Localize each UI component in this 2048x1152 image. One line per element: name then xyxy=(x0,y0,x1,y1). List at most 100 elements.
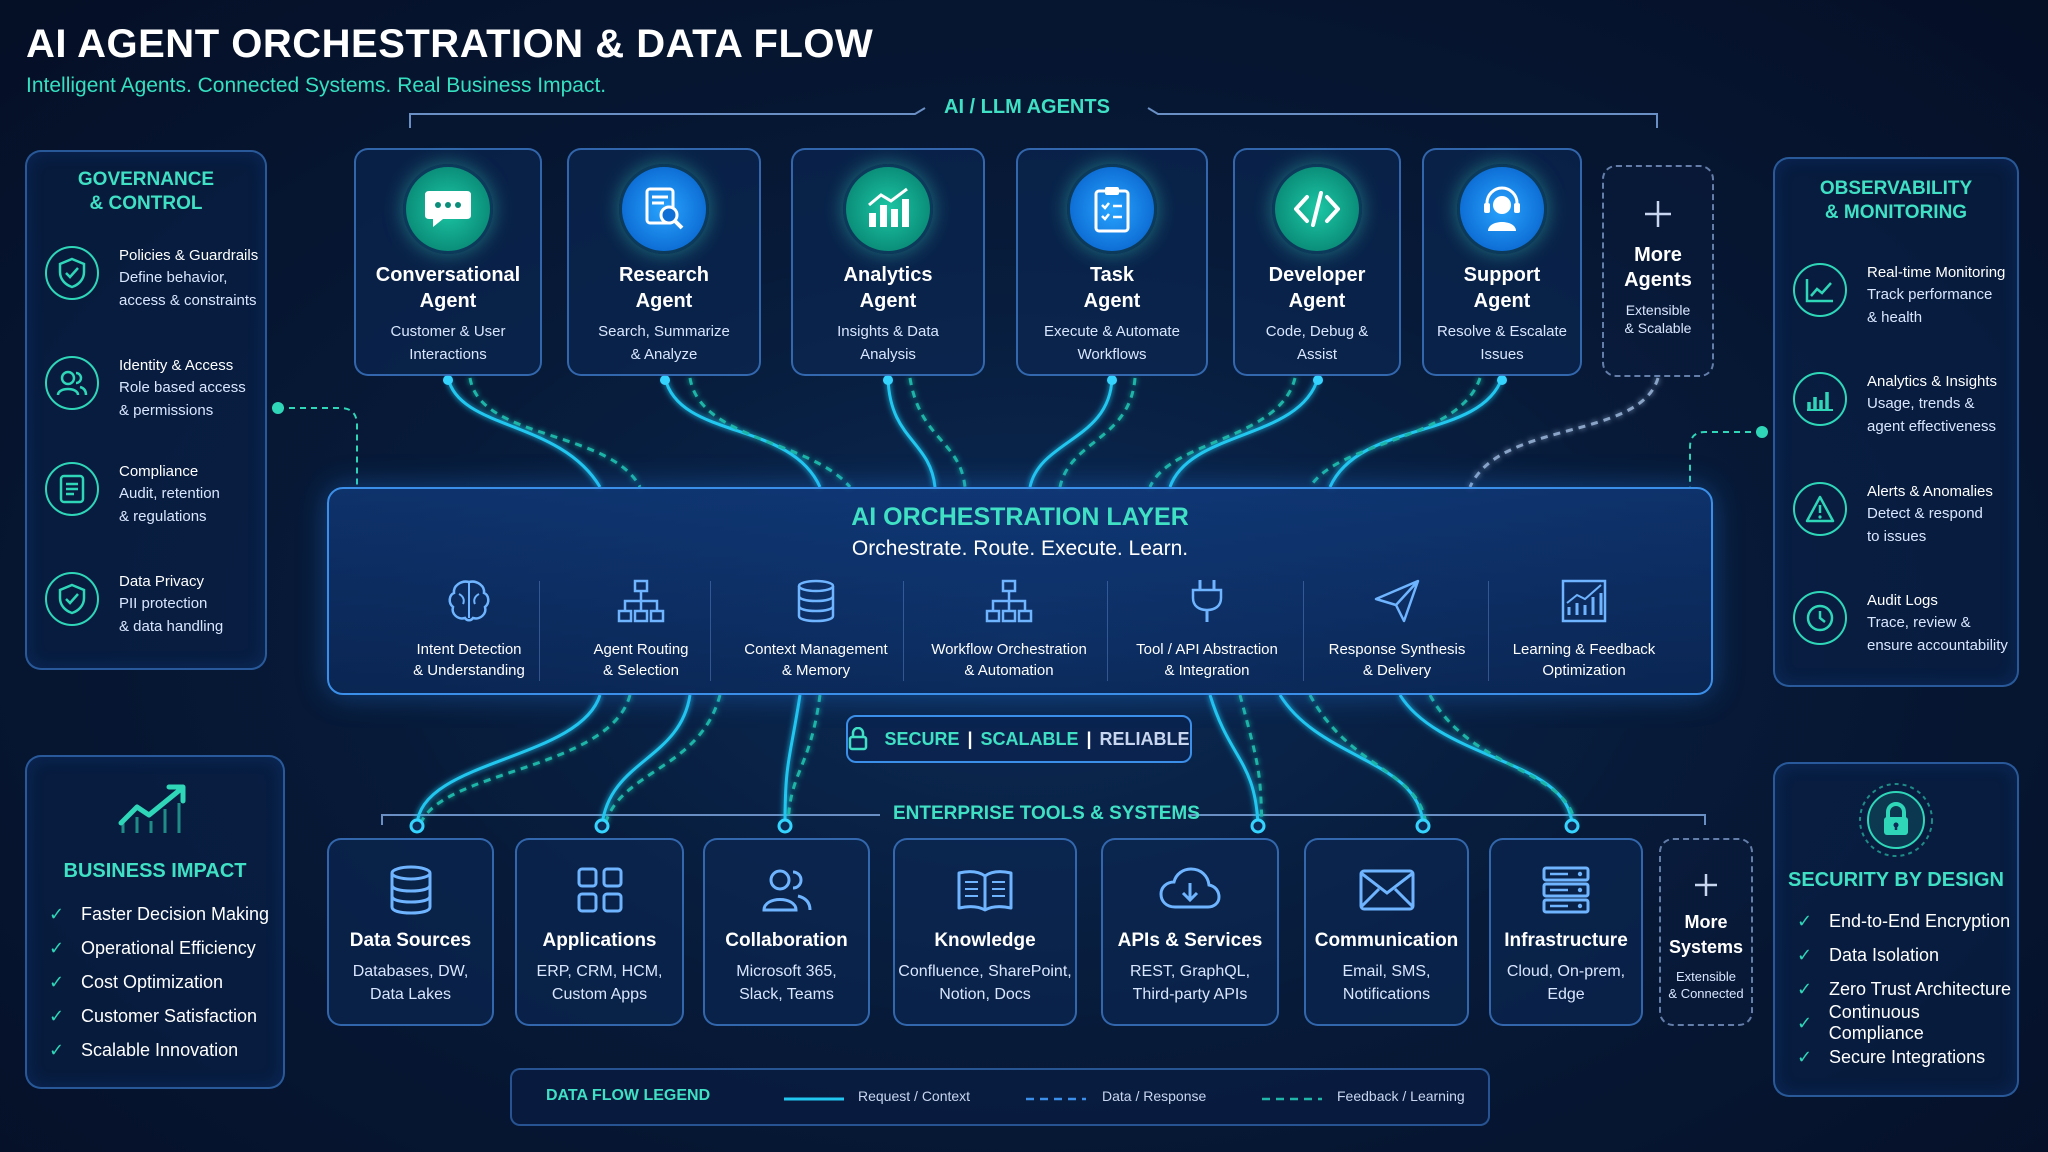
legend-dashed-teal-line xyxy=(1262,1097,1322,1101)
observability-item-monitoring: Real-time Monitoring Track performance &… xyxy=(1793,263,2017,329)
check-icon: ✓ xyxy=(49,903,65,924)
more-systems-title: More xyxy=(1684,912,1728,932)
agent-desc: Resolve & Escalate xyxy=(1436,323,1568,340)
tool-card-apis-services[interactable]: APIs & Services REST, GraphQL,Third-part… xyxy=(1101,838,1279,1026)
tool-desc: Slack, Teams xyxy=(739,986,834,1003)
growth-chart-icon xyxy=(27,783,283,839)
list-item-label: Scalable Innovation xyxy=(81,1039,239,1060)
tool-card-communication[interactable]: Communication Email, SMS,Notifications xyxy=(1304,838,1469,1026)
agent-desc: Interactions xyxy=(409,346,487,363)
capability-label: & Delivery xyxy=(1362,662,1432,679)
check-icon: ✓ xyxy=(1797,910,1813,931)
governance-item-desc: PII protection xyxy=(119,595,208,612)
security-panel: SECURITY BY DESIGN ✓End-to-End Encryptio… xyxy=(1773,762,2019,1097)
governance-item-heading: Identity & Access xyxy=(119,357,234,374)
tool-title: Data Sources xyxy=(349,930,472,951)
governance-item-heading: Data Privacy xyxy=(119,573,205,590)
governance-panel: GOVERNANCE & CONTROL Policies & Guardrai… xyxy=(25,150,267,670)
reliable-label: RELIABLE xyxy=(1099,728,1190,749)
capability-divider xyxy=(539,581,540,681)
capability-divider xyxy=(1107,581,1108,681)
governance-item-desc: access & constraints xyxy=(119,292,257,309)
plus-icon xyxy=(1661,872,1751,902)
check-icon: ✓ xyxy=(49,971,65,992)
legend-data-label: Data / Response xyxy=(1102,1088,1207,1104)
capability-context-management[interactable]: Context Management& Memory xyxy=(721,575,911,685)
list-item-label: Customer Satisfaction xyxy=(81,1005,258,1026)
observability-item-desc: Detect & respond xyxy=(1867,505,1983,522)
governance-item-desc: Role based access xyxy=(119,379,246,396)
tool-desc: Email, SMS, xyxy=(1342,963,1431,980)
grid-icon xyxy=(517,860,682,920)
capability-tool-api-abstraction[interactable]: Tool / API Abstraction& Integration xyxy=(1112,575,1302,685)
observability-item-desc: agent effectiveness xyxy=(1867,418,1996,435)
tool-card-more[interactable]: More Systems Extensible & Connected xyxy=(1659,838,1753,1026)
tool-card-data-sources[interactable]: Data Sources Databases, DW,Data Lakes xyxy=(327,838,494,1026)
more-agents-desc: & Scalable xyxy=(1624,320,1692,336)
observability-item-heading: Alerts & Anomalies xyxy=(1867,483,1993,500)
capability-divider xyxy=(903,581,904,681)
plus-icon xyxy=(1604,199,1712,233)
security-title: SECURITY BY DESIGN xyxy=(1788,869,2004,891)
agent-title: Research xyxy=(618,264,710,286)
secure-label: SECURE xyxy=(884,728,960,749)
agent-desc: Execute & Automate xyxy=(1044,323,1180,340)
tool-title: Knowledge xyxy=(934,930,1036,951)
governance-item-desc: & permissions xyxy=(119,402,214,419)
capability-divider xyxy=(1488,581,1489,681)
chat-icon xyxy=(403,164,493,254)
legend-request-label: Request / Context xyxy=(858,1088,971,1104)
list-item: ✓ Secure Integrations xyxy=(1797,1040,2017,1074)
list-item: ✓End-to-End Encryption xyxy=(1797,904,2017,938)
clock-icon xyxy=(1793,591,1847,645)
legend-feedback-label: Feedback / Learning xyxy=(1337,1088,1465,1104)
capability-label: Response Synthesis xyxy=(1328,641,1466,658)
separator: | xyxy=(967,728,973,749)
more-agents-title: Agents xyxy=(1624,269,1692,291)
governance-title-line2: & CONTROL xyxy=(89,193,203,214)
agent-card-more[interactable]: More Agents Extensible & Scalable xyxy=(1602,165,1714,377)
shield-check-icon xyxy=(45,246,99,300)
agent-title: Agent xyxy=(419,290,477,312)
governance-item-desc: & regulations xyxy=(119,508,207,525)
tool-card-infrastructure[interactable]: Infrastructure Cloud, On-prem,Edge xyxy=(1489,838,1643,1026)
users-icon xyxy=(705,860,868,920)
agent-title: Conversational xyxy=(375,264,521,286)
governance-item-privacy: Data Privacy PII protection & data handl… xyxy=(45,572,269,638)
list-item-label: Secure Integrations xyxy=(1829,1046,1986,1067)
tool-card-applications[interactable]: Applications ERP, CRM, HCM,Custom Apps xyxy=(515,838,684,1026)
tool-desc: Databases, DW, xyxy=(352,963,469,980)
capability-intent-detection[interactable]: Intent Detection& Understanding xyxy=(379,575,559,685)
capability-workflow-orchestration[interactable]: Workflow Orchestration& Automation xyxy=(909,575,1109,685)
list-item: ✓Operational Efficiency xyxy=(49,931,269,965)
tools-section-label: ENTERPRISE TOOLS & SYSTEMS xyxy=(893,803,1200,824)
tool-card-knowledge[interactable]: Knowledge Confluence, SharePoint,Notion,… xyxy=(893,838,1077,1026)
governance-item-desc: & data handling xyxy=(119,618,224,635)
tool-title: Applications xyxy=(542,930,657,951)
governance-item-identity: Identity & Access Role based access & pe… xyxy=(45,356,269,422)
tool-desc: Third-party APIs xyxy=(1132,986,1248,1003)
list-item-label: Operational Efficiency xyxy=(81,937,256,958)
legend-dashed-blue-line xyxy=(1026,1097,1086,1101)
tool-desc: Confluence, SharePoint, xyxy=(898,963,1072,980)
more-agents-desc: Extensible xyxy=(1625,302,1691,318)
database-icon xyxy=(329,860,492,920)
tool-desc: Custom Apps xyxy=(551,986,648,1003)
capability-response-synthesis[interactable]: Response Synthesis & Delivery xyxy=(1307,575,1487,685)
users-icon xyxy=(45,356,99,410)
send-icon xyxy=(1307,575,1487,627)
observability-title-line2: & MONITORING xyxy=(1824,202,1968,223)
tool-card-collaboration[interactable]: Collaboration Microsoft 365,Slack, Teams xyxy=(703,838,870,1026)
clipboard-icon xyxy=(1067,164,1157,254)
lock-icon xyxy=(848,727,868,751)
check-icon: ✓ xyxy=(1797,1046,1813,1067)
capability-agent-routing[interactable]: Agent Routing& Selection xyxy=(551,575,731,685)
trend-chart-icon xyxy=(1489,575,1679,627)
